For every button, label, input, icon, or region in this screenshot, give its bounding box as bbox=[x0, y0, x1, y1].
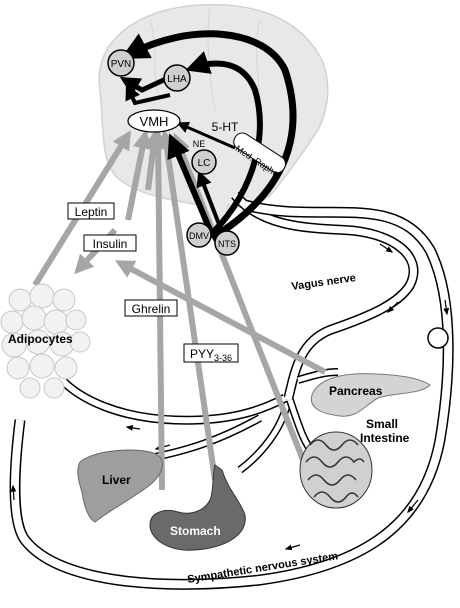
nerve-direction-arrows bbox=[10, 243, 450, 551]
ghrelin-box: Ghrelin bbox=[124, 299, 178, 317]
nerve-notch bbox=[427, 327, 449, 349]
leptin-label: Leptin bbox=[75, 205, 108, 219]
pvn-node: PVN bbox=[107, 49, 135, 77]
lha-node: LHA bbox=[163, 64, 191, 92]
adipocytes-cluster bbox=[0, 283, 91, 399]
nts-node: NTS bbox=[214, 230, 240, 256]
small-intestine-label-line1: Small bbox=[366, 417, 398, 431]
vmh-node: VMH bbox=[127, 109, 181, 133]
small-intestine-organ bbox=[299, 431, 373, 509]
pancreas-label: Pancreas bbox=[329, 384, 383, 398]
pyy-main: PYY bbox=[190, 347, 214, 361]
liver-organ bbox=[77, 449, 163, 523]
small-intestine-label-line2: Intestine bbox=[360, 431, 410, 445]
lc-node: LC bbox=[191, 149, 217, 175]
pancreas-organ bbox=[310, 373, 431, 417]
insulin-box: Insulin bbox=[83, 234, 137, 252]
stomach-label: Stomach bbox=[170, 524, 221, 538]
leptin-box: Leptin bbox=[67, 202, 115, 220]
vagus-nerve bbox=[231, 191, 419, 474]
pyy-label: PYY3-36 bbox=[190, 347, 232, 363]
hormone-arrows bbox=[32, 129, 327, 491]
dmv-node: DMV bbox=[186, 222, 212, 248]
ghrelin-label: Ghrelin bbox=[132, 302, 171, 316]
neural-arrows bbox=[119, 30, 297, 243]
insulin-label: Insulin bbox=[93, 237, 128, 251]
sympathetic-nerve-band bbox=[9, 199, 454, 590]
brain-fold bbox=[149, 19, 161, 101]
lha-label: LHA bbox=[167, 74, 187, 85]
lc-label: LC bbox=[198, 158, 211, 169]
5ht-label: 5-HT bbox=[212, 120, 239, 134]
stomach-organ bbox=[149, 464, 246, 551]
nts-label: NTS bbox=[218, 239, 236, 249]
liver-label: Liver bbox=[102, 473, 131, 487]
adipocytes-label: Adipocytes bbox=[8, 332, 73, 346]
ne-label: NE bbox=[193, 139, 206, 149]
pyy-box: PYY3-36 bbox=[183, 343, 239, 363]
pyy-subscript: 3-36 bbox=[214, 353, 232, 363]
vmh-label: VMH bbox=[140, 114, 169, 129]
pvn-label: PVN bbox=[111, 59, 132, 70]
dmv-label: DMV bbox=[189, 231, 209, 241]
vagus-nerve-label: Vagus nerve bbox=[291, 272, 357, 293]
